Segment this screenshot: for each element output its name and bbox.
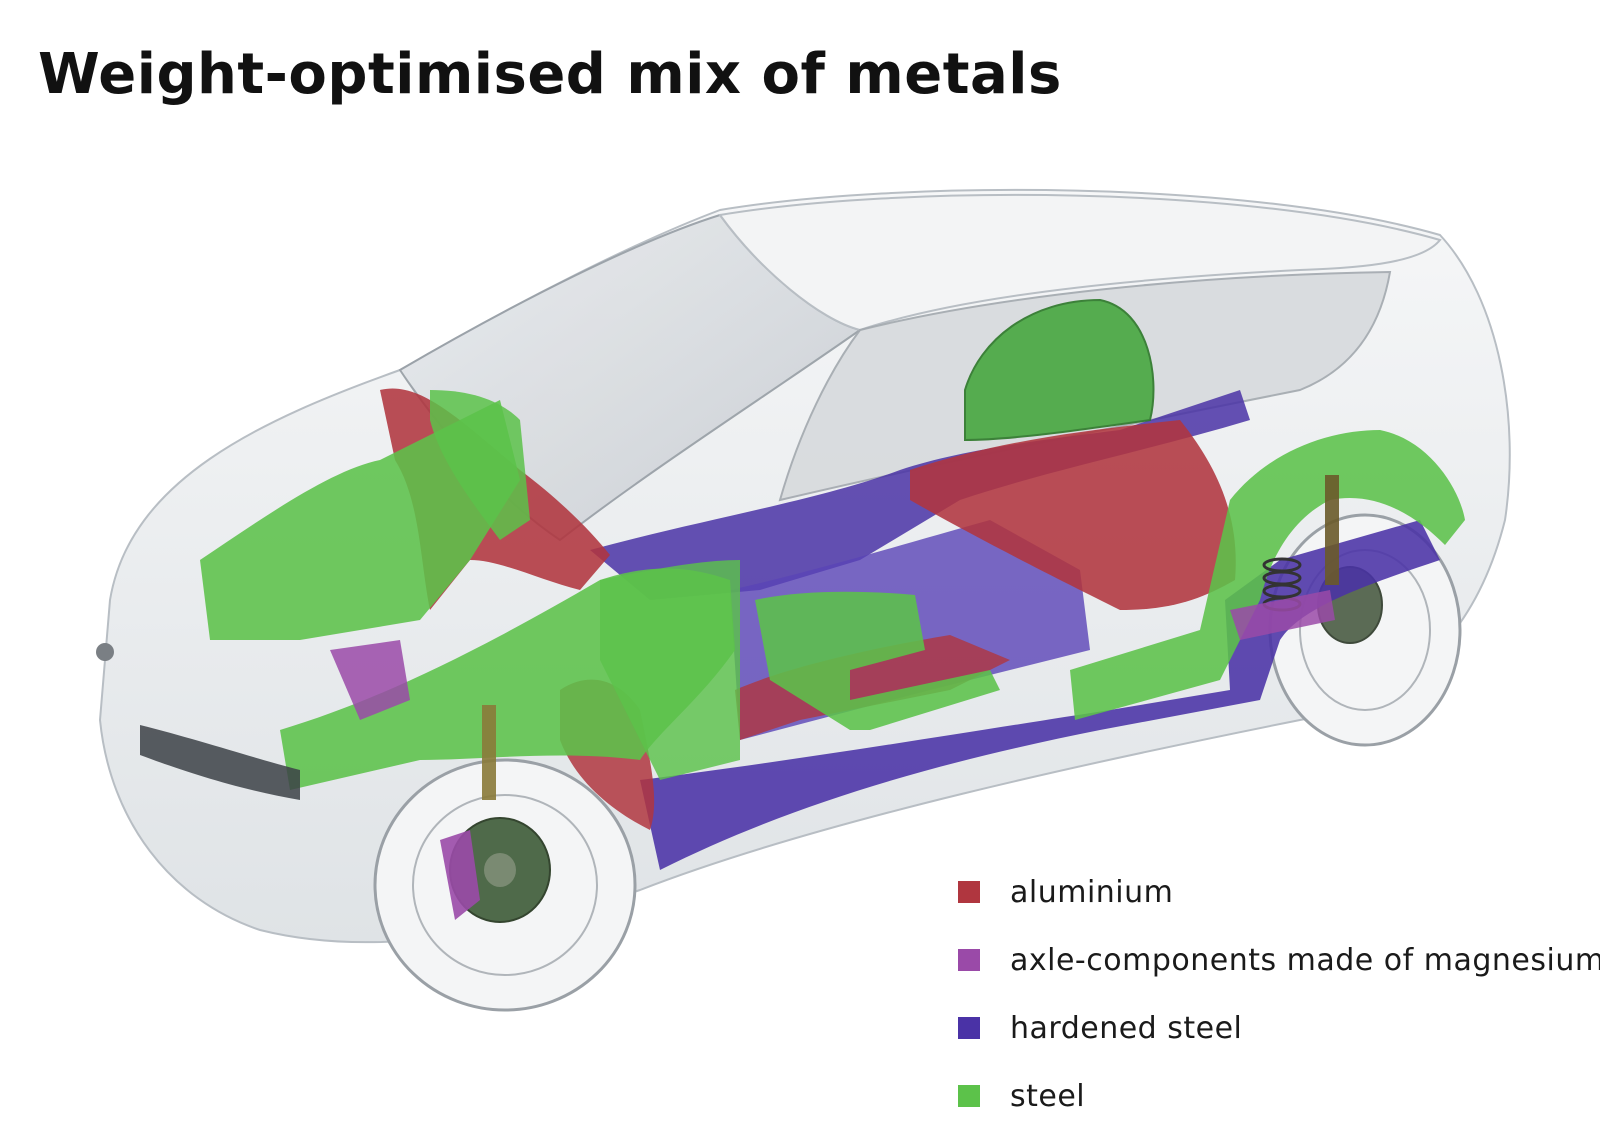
legend-swatch-steel <box>958 1085 980 1107</box>
legend-item: aluminium <box>958 858 1600 926</box>
legend-label: aluminium <box>1010 874 1174 910</box>
car-body-illustration <box>96 188 1511 1012</box>
diagram-title: Weight-optimised mix of metals <box>38 42 1062 107</box>
front-shock-absorber <box>482 705 496 800</box>
magnesium-rear-axle <box>1230 590 1335 640</box>
roof-panel <box>718 193 1442 332</box>
steel-b-pillar-frame <box>600 560 740 780</box>
steel-front-structure <box>200 400 520 640</box>
legend-item: steel <box>958 1062 1600 1130</box>
legend-swatch-hardened-steel <box>958 1017 980 1039</box>
magnesium-front-axle <box>330 640 410 720</box>
legend-swatch-aluminium <box>958 881 980 903</box>
aluminium-front-floor <box>735 635 1010 740</box>
legend-label: hardened steel <box>1010 1010 1243 1046</box>
legend-label: axle-components made of magnesium <box>1010 942 1600 978</box>
steel-center-brace <box>755 591 1000 730</box>
steel-seat-back <box>964 298 1155 442</box>
legend-item: axle-components made of magnesium <box>958 926 1600 994</box>
steel-cowl <box>430 390 530 540</box>
legend: aluminium axle-components made of magnes… <box>958 858 1600 1130</box>
rear-shock-absorber <box>1325 475 1339 585</box>
headlight <box>140 725 300 800</box>
legend-swatch-magnesium <box>958 949 980 971</box>
brand-badge <box>96 643 114 661</box>
aluminium-battery-floor <box>910 420 1236 610</box>
legend-label: steel <box>1010 1078 1086 1114</box>
legend-item: hardened steel <box>958 994 1600 1062</box>
front-wheel <box>373 758 637 1012</box>
